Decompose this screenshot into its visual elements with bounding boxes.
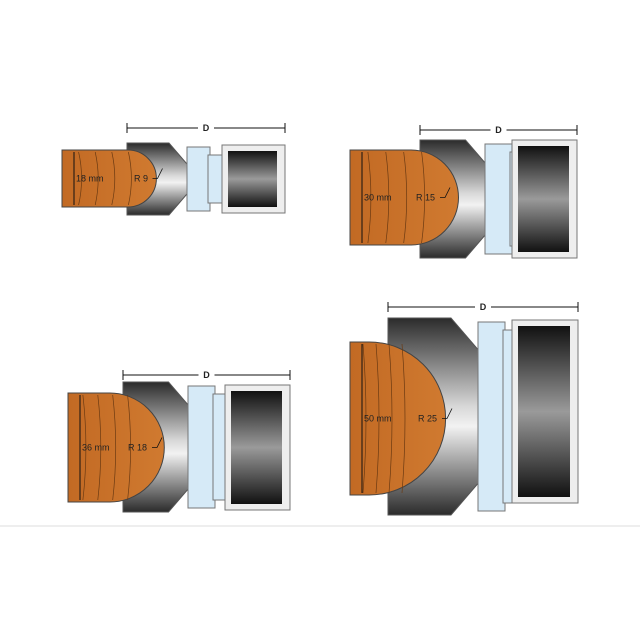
wood-grain	[385, 151, 390, 244]
router-bit-panel: 18 mm R 9 D	[61, 123, 286, 216]
thickness-label: 30 mm	[364, 193, 392, 203]
wood-grain	[82, 394, 87, 501]
bearing	[484, 143, 513, 255]
wood-grain	[375, 343, 380, 494]
wood-workpiece	[349, 341, 447, 496]
radius-leader	[440, 187, 451, 198]
router-bit-panel: 50 mm R 25 D	[349, 302, 579, 516]
radius-label: R 9	[134, 174, 148, 184]
thickness-label: 36 mm	[82, 443, 110, 453]
wood-grain	[362, 343, 367, 494]
radius-leader	[442, 408, 453, 419]
radius-label: R 18	[128, 443, 147, 453]
wood-workpiece	[67, 392, 165, 503]
bearing	[477, 321, 506, 512]
shank-cylinder	[518, 326, 570, 497]
wood-grain	[128, 151, 132, 206]
bearing	[187, 385, 216, 509]
radius-label: R 25	[418, 414, 437, 424]
wood-grain	[111, 151, 116, 206]
wood-grain	[421, 151, 425, 244]
dimension-label: D	[480, 302, 487, 312]
router-bit-panel: 36 mm R 18 D	[67, 370, 291, 513]
shank-cylinder	[228, 151, 277, 207]
wood-grain	[127, 394, 131, 501]
radius-leader	[152, 437, 163, 448]
wood-grain	[78, 151, 82, 206]
wood-grain	[94, 151, 99, 206]
router-bit-panel: 30 mm R 15 D	[349, 125, 578, 259]
radius-label: R 15	[416, 193, 435, 203]
wood-grain	[403, 151, 408, 244]
thickness-label: 18 mm	[76, 174, 104, 184]
dimension-label: D	[203, 370, 210, 380]
wood-grain	[367, 151, 372, 244]
radius-leader	[152, 168, 163, 179]
dimension-label: D	[203, 123, 210, 133]
bearing	[186, 146, 211, 212]
wood-grain	[401, 343, 406, 494]
wood-grain	[388, 343, 393, 494]
wood-workpiece	[349, 149, 459, 246]
wood-grain	[112, 394, 117, 501]
shank-cylinder	[518, 146, 569, 252]
shank-cylinder	[231, 391, 282, 504]
thickness-label: 50 mm	[364, 414, 392, 424]
wood-workpiece	[61, 149, 157, 208]
dimension-label: D	[495, 125, 502, 135]
wood-grain	[97, 394, 102, 501]
